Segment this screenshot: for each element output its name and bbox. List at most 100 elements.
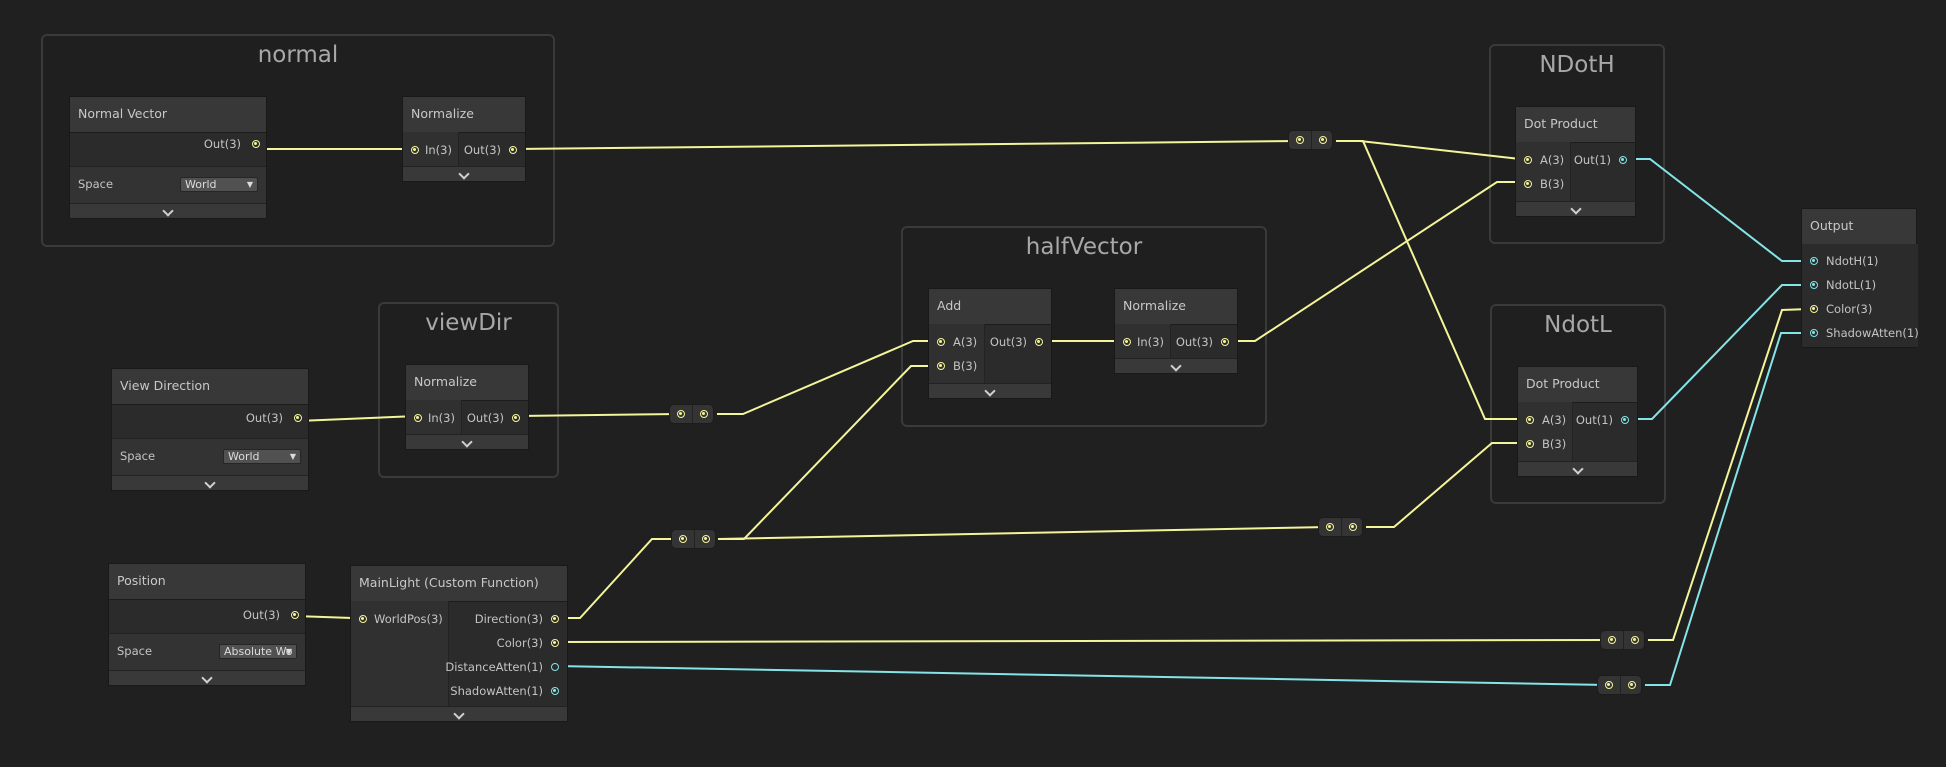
out-port[interactable]	[1221, 338, 1229, 346]
collapse-toggle[interactable]	[406, 434, 528, 449]
group-title: NdotL	[1544, 312, 1612, 338]
collapse-toggle[interactable]	[351, 706, 567, 721]
collapse-toggle[interactable]	[1115, 358, 1237, 373]
view-direction-node[interactable]: View Direction Out(3) Space World ▼	[111, 368, 309, 491]
reroute-in-port[interactable]	[1605, 681, 1613, 689]
reroute-node[interactable]	[1597, 675, 1642, 695]
space-dropdown[interactable]: Absolute Wo ▼	[219, 644, 297, 659]
output-node[interactable]: Output NdotH(1) NdotL(1) Color(3) Shadow…	[1801, 208, 1919, 348]
node-title[interactable]: Output	[1802, 209, 1916, 245]
out-port[interactable]	[1619, 156, 1627, 164]
main-light-node[interactable]: MainLight (Custom Function) WorldPos(3) …	[350, 565, 568, 722]
collapse-toggle[interactable]	[109, 670, 305, 685]
node-title[interactable]: MainLight (Custom Function)	[351, 566, 567, 602]
reroute-out-port[interactable]	[1349, 523, 1357, 531]
in-port-label: A(3)	[1540, 153, 1565, 167]
in-port-a[interactable]	[1526, 416, 1534, 424]
collapse-toggle[interactable]	[929, 383, 1051, 398]
node-title[interactable]: Normal Vector	[70, 97, 266, 133]
chevron-down-icon	[453, 708, 465, 720]
reroute-in-port[interactable]	[679, 535, 687, 543]
node-title[interactable]: Normalize	[406, 365, 528, 401]
reroute-out-port[interactable]	[1631, 636, 1639, 644]
in-port-worldpos[interactable]	[359, 615, 367, 623]
group-title: viewDir	[425, 310, 512, 336]
normalize-normal-node[interactable]: Normalize In(3) Out(3)	[402, 96, 526, 182]
collapse-toggle[interactable]	[1518, 461, 1637, 476]
in-port-a[interactable]	[1524, 156, 1532, 164]
out-port[interactable]	[294, 414, 302, 422]
chevron-down-icon	[162, 205, 174, 217]
reroute-out-port[interactable]	[1319, 136, 1327, 144]
collapse-toggle[interactable]	[112, 475, 308, 490]
reroute-in-port[interactable]	[1296, 136, 1304, 144]
node-title[interactable]: Dot Product	[1518, 367, 1637, 403]
collapse-toggle[interactable]	[70, 203, 266, 218]
in-port-ndoth[interactable]	[1810, 257, 1818, 265]
position-node[interactable]: Position Out(3) Space Absolute Wo ▼	[108, 563, 306, 686]
out-port-direction[interactable]	[551, 615, 559, 623]
out-port[interactable]	[1035, 338, 1043, 346]
in-port-label: ShadowAtten(1)	[1826, 326, 1919, 340]
node-title[interactable]: View Direction	[112, 369, 308, 405]
out-port-distanceatten[interactable]	[551, 663, 559, 671]
wire	[514, 140, 1299, 150]
in-port-ndotl[interactable]	[1810, 281, 1818, 289]
out-port-color[interactable]	[551, 639, 559, 647]
out-port-label: Color(3)	[496, 636, 543, 650]
collapse-toggle[interactable]	[1516, 201, 1635, 216]
out-port[interactable]	[509, 146, 517, 154]
in-port-shadowatten[interactable]	[1810, 329, 1818, 337]
node-title[interactable]: Normalize	[1115, 289, 1237, 325]
node-title[interactable]: Position	[109, 564, 305, 600]
caret-down-icon: ▼	[246, 180, 253, 189]
reroute-out-port[interactable]	[702, 535, 710, 543]
space-dropdown[interactable]: World ▼	[180, 177, 258, 192]
normal-vector-node[interactable]: Normal Vector Out(3) Space World ▼	[69, 96, 267, 219]
out-port-label: Out(3)	[1175, 335, 1213, 349]
reroute-node[interactable]	[1318, 517, 1363, 537]
wire	[556, 538, 682, 619]
space-dropdown[interactable]: World ▼	[223, 449, 301, 464]
in-port-a[interactable]	[937, 338, 945, 346]
dot-product-ndoth-node[interactable]: Dot Product A(3) B(3) Out(1)	[1515, 106, 1636, 217]
node-title[interactable]: Normalize	[403, 97, 525, 133]
in-port[interactable]	[414, 414, 422, 422]
reroute-out-port[interactable]	[700, 410, 708, 418]
reroute-in-port[interactable]	[677, 410, 685, 418]
node-title[interactable]: Dot Product	[1516, 107, 1635, 143]
normalize-half-node[interactable]: Normalize In(3) Out(3)	[1114, 288, 1238, 374]
out-port[interactable]	[291, 611, 299, 619]
normalize-view-node[interactable]: Normalize In(3) Out(3)	[405, 364, 529, 450]
chevron-down-icon	[1170, 360, 1182, 372]
in-port-b[interactable]	[1524, 180, 1532, 188]
in-port-label: In(3)	[425, 143, 452, 157]
space-value: Absolute Wo	[224, 645, 293, 658]
in-port-label: B(3)	[1542, 437, 1567, 451]
reroute-node[interactable]	[1600, 630, 1645, 650]
reroute-node[interactable]	[671, 529, 716, 549]
add-node[interactable]: Add A(3) B(3) Out(3)	[928, 288, 1052, 399]
dot-product-ndotl-node[interactable]: Dot Product A(3) B(3) Out(1)	[1517, 366, 1638, 477]
reroute-node[interactable]	[669, 404, 714, 424]
chevron-down-icon	[201, 672, 213, 684]
out-port-shadowatten[interactable]	[551, 687, 559, 695]
in-port[interactable]	[411, 146, 419, 154]
space-label: Space	[78, 177, 114, 191]
caret-down-icon: ▼	[289, 452, 296, 461]
out-port[interactable]	[512, 414, 520, 422]
in-port[interactable]	[1123, 338, 1131, 346]
in-port-color[interactable]	[1810, 305, 1818, 313]
out-port[interactable]	[1621, 416, 1629, 424]
reroute-in-port[interactable]	[1326, 523, 1334, 531]
collapse-toggle[interactable]	[403, 166, 525, 181]
node-title[interactable]: Add	[929, 289, 1051, 325]
out-port-label: Out(3)	[245, 411, 283, 425]
reroute-in-port[interactable]	[1608, 636, 1616, 644]
in-port-b[interactable]	[937, 362, 945, 370]
in-port-b[interactable]	[1526, 440, 1534, 448]
out-port[interactable]	[252, 140, 260, 148]
reroute-node[interactable]	[1288, 130, 1333, 150]
reroute-out-port[interactable]	[1628, 681, 1636, 689]
